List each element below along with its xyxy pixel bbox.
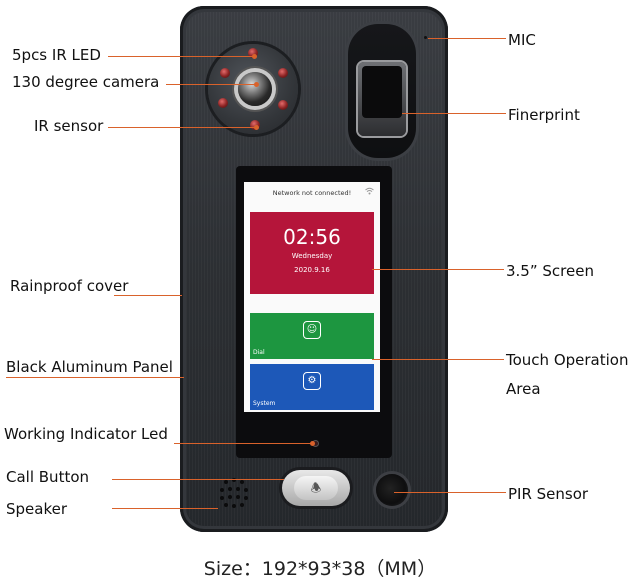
label-call-button: Call Button [6,468,90,486]
label-fingerprint: Finerprint [508,106,580,124]
leader-work-led [174,443,312,444]
leader-touch [372,359,504,360]
size-caption: Size：192*93*38（MM） [203,558,437,580]
label-speaker: Speaker [6,500,68,518]
clock-day: Wednesday [291,252,333,260]
clock-time: 02:56 [283,225,341,249]
leader-ir-sensor [108,127,256,128]
leader-fingerprint [402,113,506,114]
leader-speaker [112,508,218,509]
leader-mic [428,38,506,39]
settings-icon: ⚙ [303,372,321,390]
leader-dot [254,82,259,87]
pir-sensor [376,474,408,506]
contact-icon: ☺ [303,321,321,339]
label-panel: Black Aluminum Panel [6,358,173,376]
dial-label: Dial [253,349,265,356]
leader-dot [310,441,315,446]
label-ir-led: 5pcs IR LED [12,46,101,64]
label-work-led: Working Indicator Led [4,425,168,443]
clock-date: 2020.9.16 [294,266,330,274]
leader-dot [252,54,257,59]
fingerprint-sensor[interactable] [362,66,402,118]
bell-icon: 🕭 [294,476,338,500]
dial-tile[interactable]: ☺ Dial [250,313,374,359]
label-screen: 3.5” Screen [506,262,594,280]
leader-rainproof [114,295,182,296]
label-mic: MIC [508,31,536,49]
ir-led-left-upper [220,68,230,78]
ir-led-right-lower [278,100,288,110]
label-touch-line2: Area [506,380,541,398]
label-pir: PIR Sensor [508,485,589,503]
mic-hole [424,36,427,39]
ir-led-left-lower [218,98,228,108]
leader-dot [254,125,259,130]
label-ir-sensor: IR sensor [34,117,104,135]
system-tile[interactable]: ⚙ System [250,364,374,410]
leader-pir [394,492,506,493]
label-camera: 130 degree camera [12,73,160,91]
speaker-grille [214,472,260,512]
label-touch-line1: Touch Operation [506,351,629,369]
camera-lens [238,72,272,106]
leader-camera [166,84,256,85]
label-rainproof: Rainproof cover [10,277,129,295]
network-status: Network not connected! [272,189,352,197]
wifi-icon [365,187,374,197]
leader-panel [6,377,184,378]
touch-screen[interactable]: Network not connected! 02:56 Wednesday 2… [244,182,380,412]
working-indicator-led [313,441,318,446]
ir-led-top [248,48,258,58]
system-label: System [253,400,276,407]
leader-screen [372,269,504,270]
clock-tile: 02:56 Wednesday 2020.9.16 [250,212,374,294]
leader-ir-led [108,56,254,57]
leader-call-button [112,479,284,480]
ir-led-right-upper [278,68,288,78]
